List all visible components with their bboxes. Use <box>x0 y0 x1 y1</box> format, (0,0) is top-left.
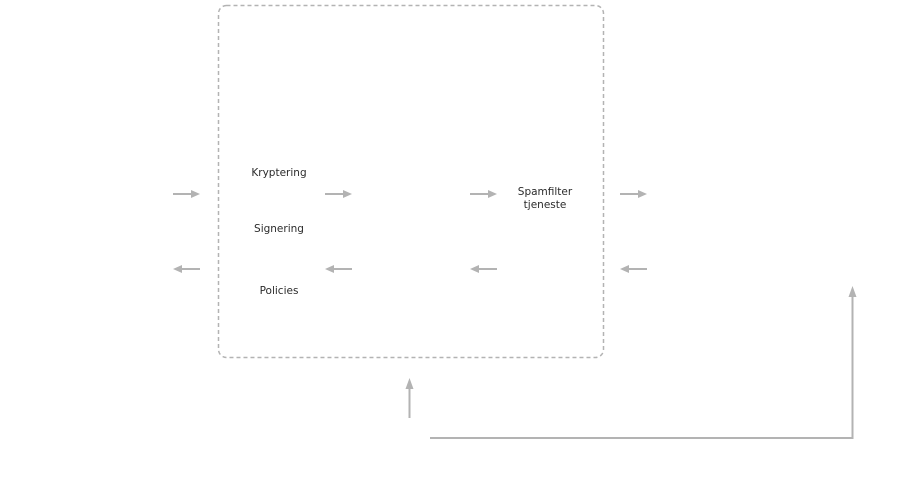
arrow-in-right <box>620 190 647 198</box>
label-signering: Signering <box>254 223 304 235</box>
label-policies: Policies <box>259 285 299 297</box>
arrow-up-bottom <box>405 378 414 418</box>
label-spamfilter-tjeneste: Spamfilter tjeneste <box>505 186 585 212</box>
label-kryptering: Kryptering <box>251 167 307 179</box>
arrow-out-left <box>173 265 200 273</box>
arrow-in-inner-2 <box>470 190 497 198</box>
connector-bottom-right <box>430 286 857 439</box>
arrow-out-inner-2 <box>470 265 497 273</box>
arrow-in-left <box>173 190 200 198</box>
label-spamfilter-line1: Spamfilter <box>517 186 573 198</box>
label-spamfilter-line2: tjeneste <box>523 199 567 211</box>
container-box <box>217 4 605 359</box>
arrow-out-inner-1 <box>325 265 352 273</box>
arrow-out-right <box>620 265 647 273</box>
arrow-in-inner-1 <box>325 190 352 198</box>
